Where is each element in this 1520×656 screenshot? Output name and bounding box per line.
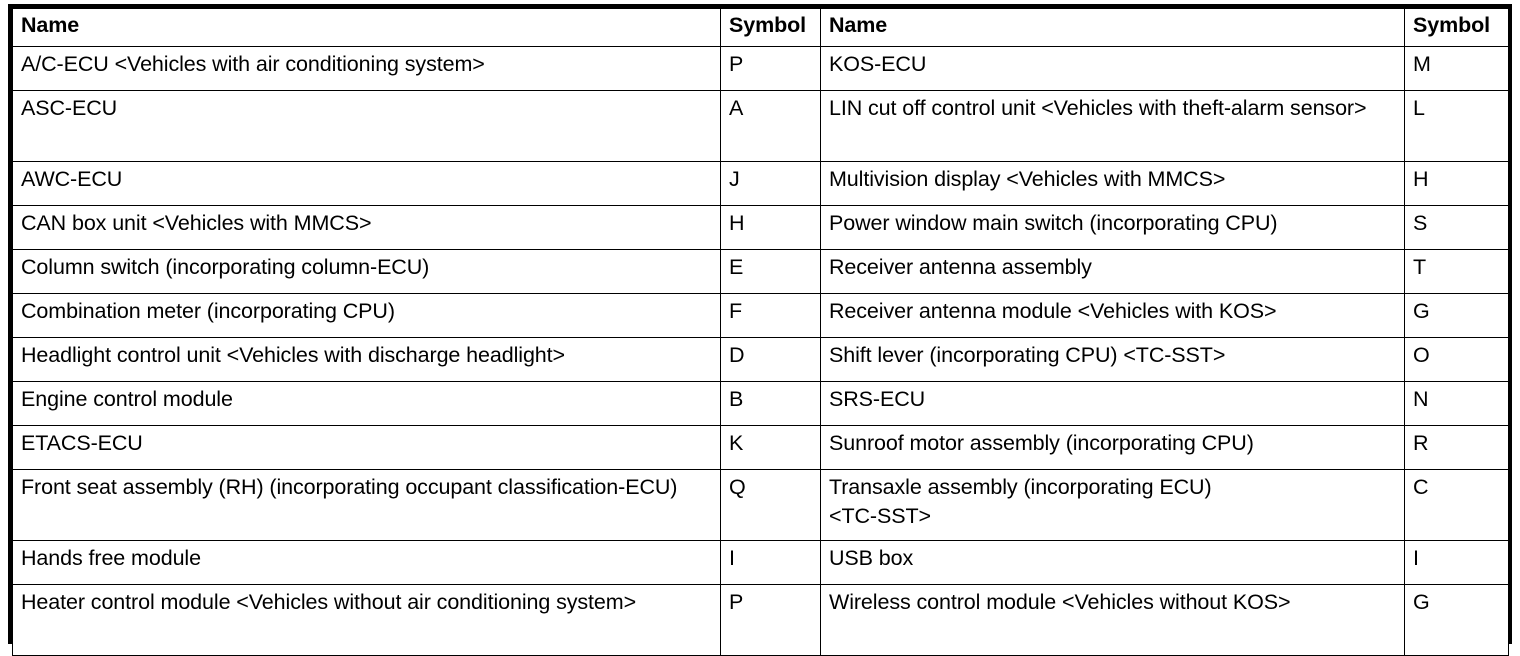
cell-name-left: A/C-ECU <Vehicles with air conditioning … [12,46,721,91]
cell-name-left: CAN box unit <Vehicles with MMCS> [12,205,721,250]
table-header: Name Symbol Name Symbol [12,8,1509,47]
ecu-reference-table: Name Symbol Name Symbol A/C-ECU <Vehicle… [8,4,1512,656]
cell-symbol-left: I [720,540,821,585]
cell-name-right: Receiver antenna assembly [820,249,1405,294]
cell-symbol-right: N [1404,381,1509,426]
cell-name-left: Column switch (incorporating column-ECU) [12,249,721,294]
cell-symbol-left: P [720,46,821,91]
cell-symbol-right: T [1404,249,1509,294]
cell-name-left: AWC-ECU [12,161,721,206]
cell-name-right: LIN cut off control unit <Vehicles with … [820,90,1405,162]
cell-name-right: Sunroof motor assembly (incorporating CP… [820,425,1405,470]
header-row: Name Symbol Name Symbol [12,8,1509,47]
cell-name-right: Transaxle assembly (incorporating ECU) <… [820,469,1405,541]
table-row: Column switch (incorporating column-ECU)… [12,249,1509,294]
table-body: A/C-ECU <Vehicles with air conditioning … [12,46,1509,656]
column-header-name-right: Name [820,8,1405,47]
column-header-symbol-right: Symbol [1404,8,1509,47]
cell-symbol-right: G [1404,293,1509,338]
table-row: Heater control module <Vehicles without … [12,584,1509,656]
cell-symbol-left: P [720,584,821,656]
cell-name-left: Combination meter (incorporating CPU) [12,293,721,338]
cell-symbol-right: I [1404,540,1509,585]
table-row: Front seat assembly (RH) (incorporating … [12,469,1509,541]
cell-symbol-left: F [720,293,821,338]
cell-symbol-right: H [1404,161,1509,206]
cell-name-left: Hands free module [12,540,721,585]
cell-name-left: Front seat assembly (RH) (incorporating … [12,469,721,541]
cell-name-left: Headlight control unit <Vehicles with di… [12,337,721,382]
cell-symbol-right: L [1404,90,1509,162]
cell-symbol-left: B [720,381,821,426]
cell-symbol-right: S [1404,205,1509,250]
cell-name-right: Multivision display <Vehicles with MMCS> [820,161,1405,206]
column-header-symbol-left: Symbol [720,8,821,47]
cell-name-left: Engine control module [12,381,721,426]
cell-symbol-right: C [1404,469,1509,541]
cell-symbol-left: K [720,425,821,470]
cell-symbol-right: R [1404,425,1509,470]
cell-symbol-left: J [720,161,821,206]
column-header-name-left: Name [12,8,721,47]
cell-symbol-left: E [720,249,821,294]
cell-name-left: Heater control module <Vehicles without … [12,584,721,656]
cell-name-right: Wireless control module <Vehicles withou… [820,584,1405,656]
cell-name-right: USB box [820,540,1405,585]
table-row: A/C-ECU <Vehicles with air conditioning … [12,46,1509,91]
cell-name-right: Receiver antenna module <Vehicles with K… [820,293,1405,338]
table-row: Headlight control unit <Vehicles with di… [12,337,1509,382]
cell-symbol-right: G [1404,584,1509,656]
cell-symbol-left: A [720,90,821,162]
cell-symbol-left: Q [720,469,821,541]
cell-name-left: ASC-ECU [12,90,721,162]
cell-symbol-left: H [720,205,821,250]
cell-symbol-right: M [1404,46,1509,91]
cell-name-right: Shift lever (incorporating CPU) <TC-SST> [820,337,1405,382]
cell-name-right: Power window main switch (incorporating … [820,205,1405,250]
cell-name-left: ETACS-ECU [12,425,721,470]
cell-name-right: SRS-ECU [820,381,1405,426]
cell-symbol-left: D [720,337,821,382]
ecu-table: Name Symbol Name Symbol A/C-ECU <Vehicle… [12,8,1509,656]
cell-symbol-right: O [1404,337,1509,382]
cell-name-right: KOS-ECU [820,46,1405,91]
